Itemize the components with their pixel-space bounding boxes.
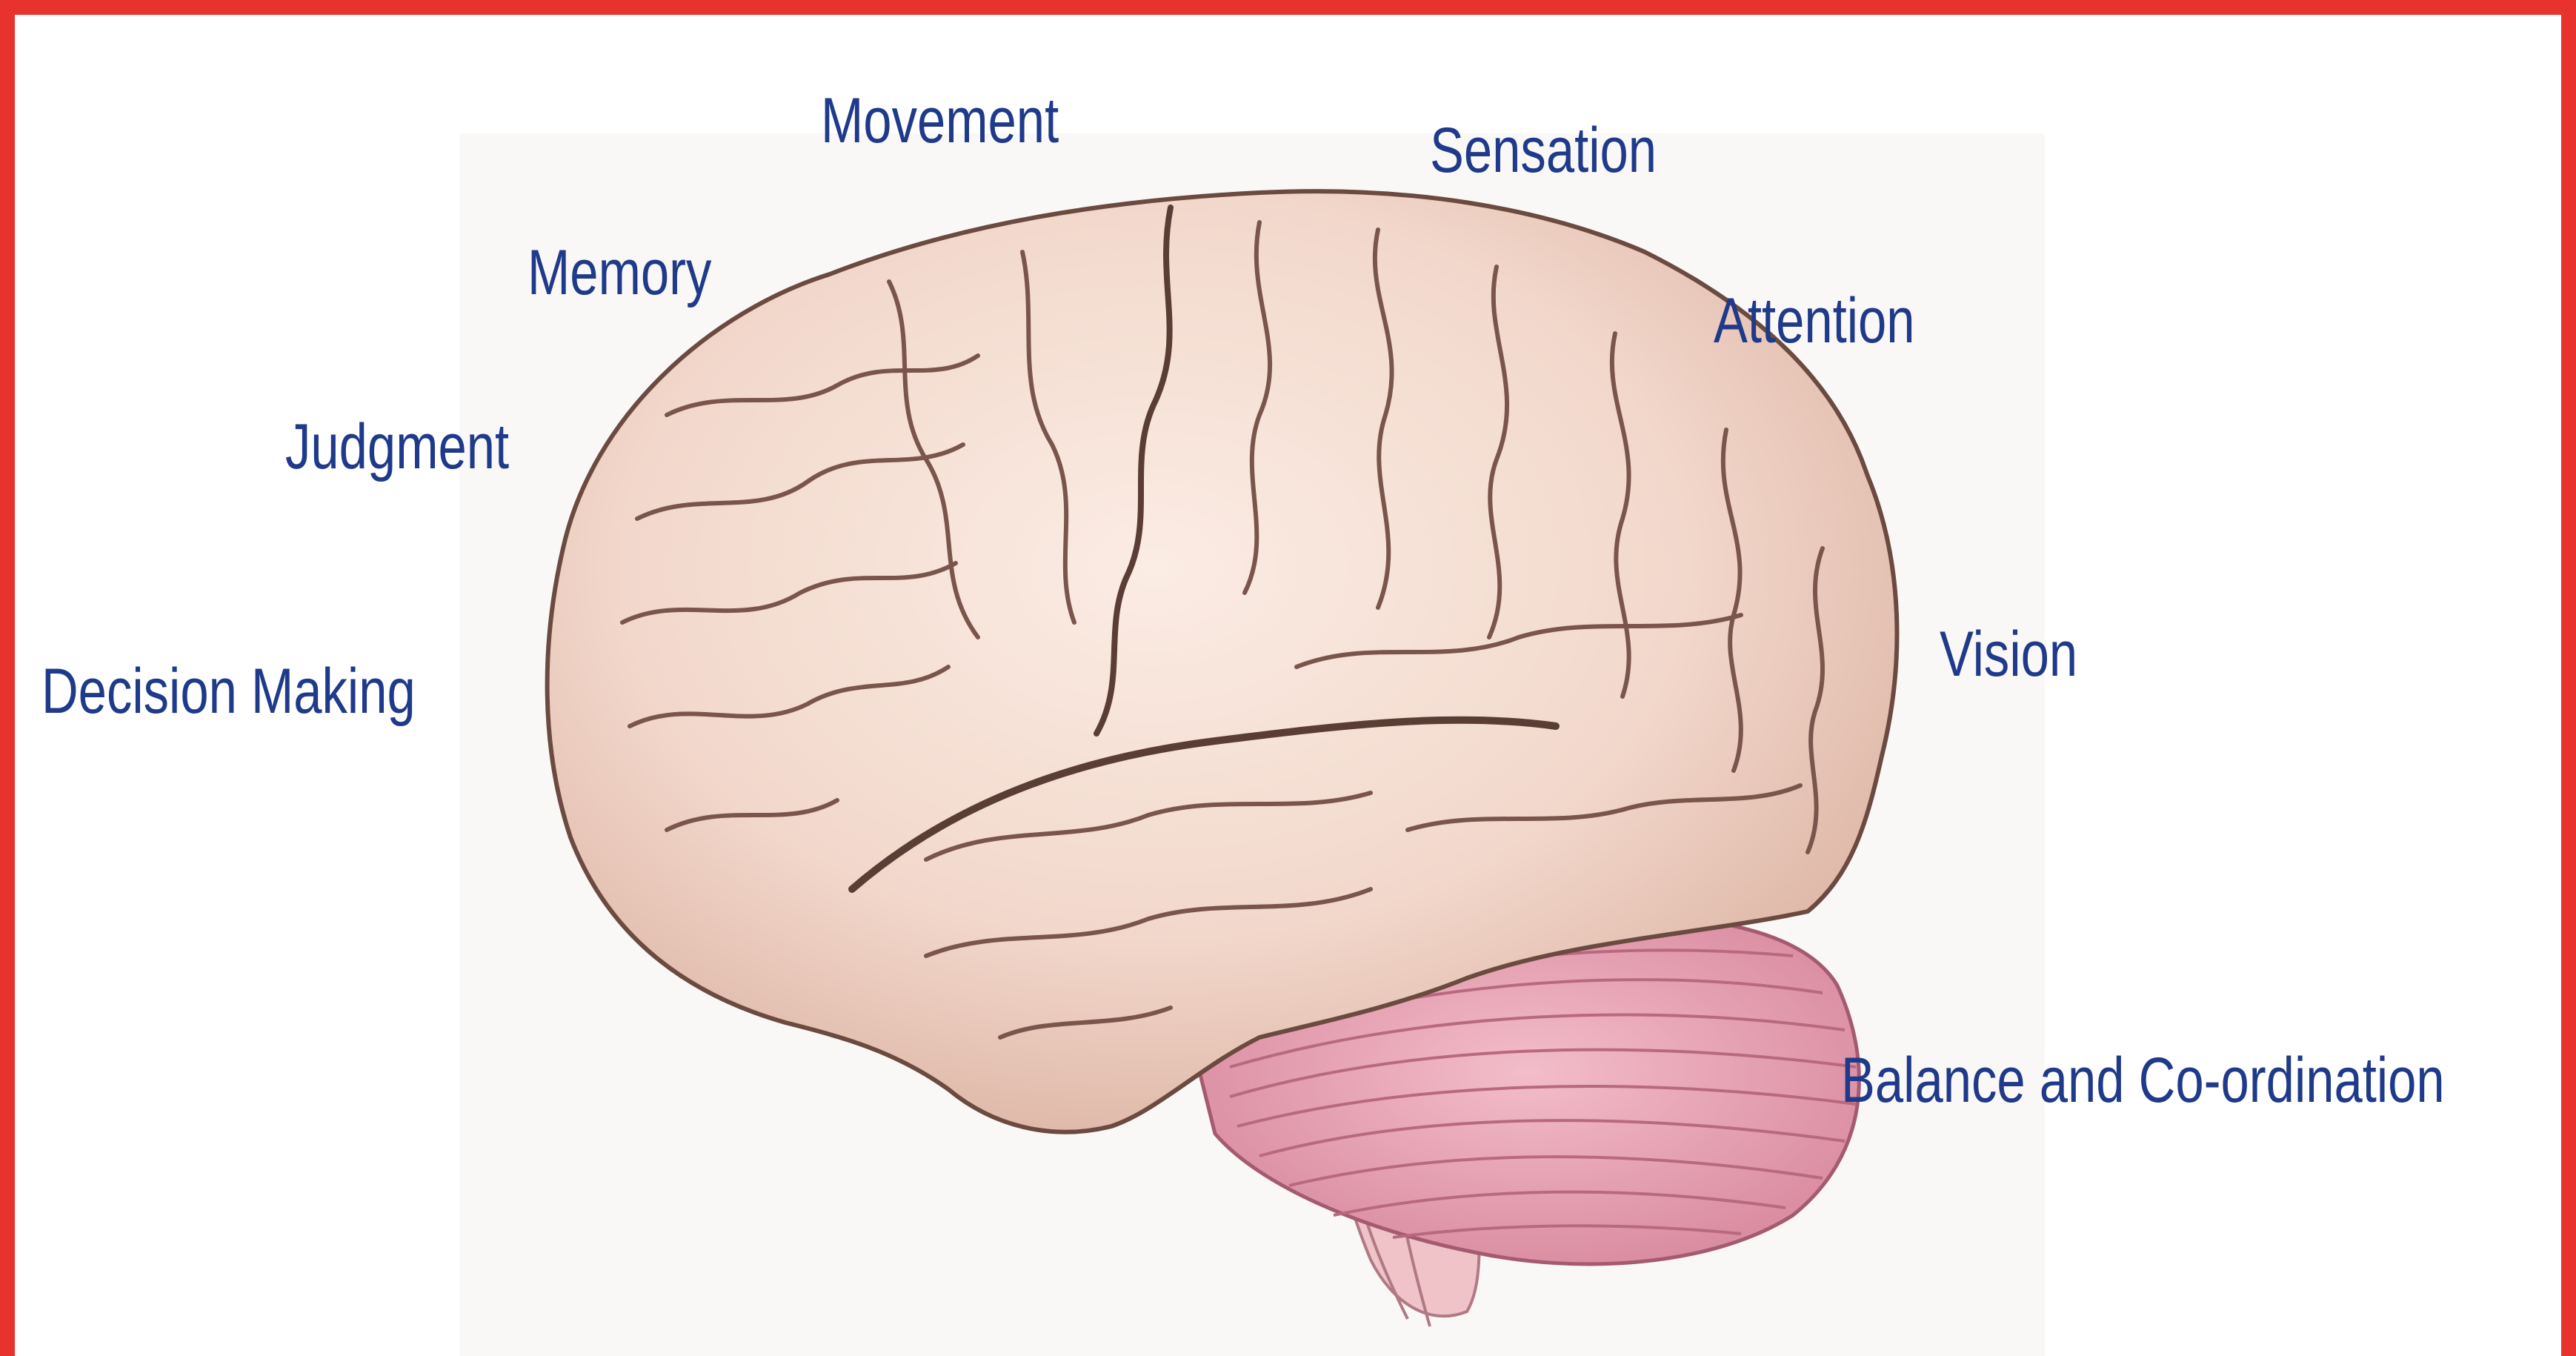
label-judgment: Judgment	[285, 415, 509, 479]
label-balance-and-coordination: Balance and Co-ordination	[1841, 1048, 2445, 1112]
label-memory: Memory	[527, 241, 711, 305]
label-decision-making: Decision Making	[41, 659, 416, 723]
label-attention: Attention	[1714, 289, 1915, 353]
label-sensation: Sensation	[1430, 119, 1657, 182]
label-movement: Movement	[821, 89, 1059, 153]
label-vision: Vision	[1940, 622, 2077, 686]
